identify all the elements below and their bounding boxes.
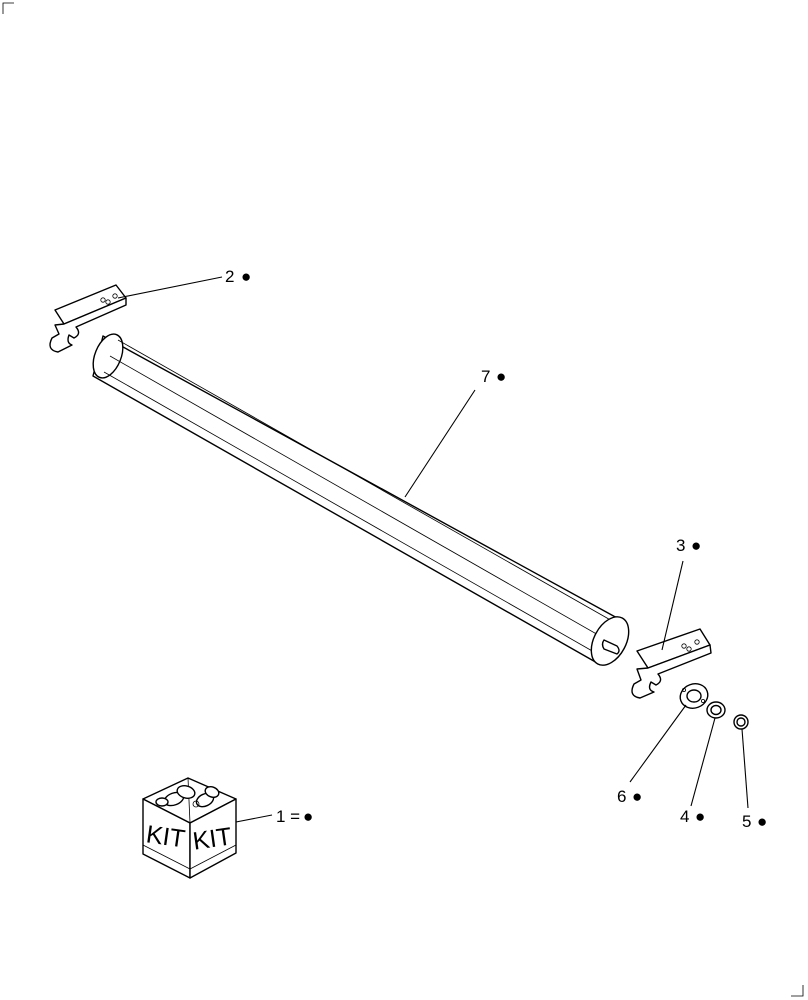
- callout-label-4: 4: [680, 807, 689, 826]
- crop-mark-bottom-right: [791, 985, 804, 997]
- callout-label-1: 1 =: [276, 807, 300, 826]
- callout-marker-7: ●: [496, 367, 506, 386]
- part-6-flange-bearing[interactable]: [677, 680, 712, 712]
- part-7-tube[interactable]: [87, 330, 636, 672]
- leader-line-3: [661, 560, 684, 651]
- crop-mark-top-left: [2, 2, 14, 14]
- callout-label-7: 7: [481, 367, 490, 386]
- part-4-bushing[interactable]: [706, 701, 726, 719]
- callout-label-5: 5: [742, 812, 751, 831]
- leader-line-6: [629, 704, 687, 783]
- part-5-ring[interactable]: [733, 714, 749, 730]
- leader-line-1: [235, 814, 273, 823]
- callout-marker-6: ●: [632, 787, 642, 806]
- callout-marker-1: ●: [303, 807, 313, 826]
- leader-line-4: [690, 717, 716, 807]
- leader-line-7: [404, 389, 476, 498]
- kit-box-right-label: KIT: [191, 823, 233, 856]
- part-3-right-bracket[interactable]: [631, 628, 712, 699]
- callout-marker-3: ●: [691, 536, 701, 555]
- leader-line-5: [741, 728, 749, 809]
- part-2-left-bracket[interactable]: [49, 284, 127, 353]
- part-1-kit-box[interactable]: [142, 777, 237, 879]
- callout-label-2: 2: [225, 267, 234, 286]
- callout-marker-2: ●: [241, 267, 251, 286]
- kit-box-left-label: KIT: [144, 820, 186, 853]
- callout-marker-4: ●: [695, 807, 705, 826]
- callout-label-6: 6: [617, 787, 626, 806]
- callout-marker-5: ●: [757, 812, 767, 831]
- callout-label-3: 3: [676, 536, 685, 555]
- leader-line-2: [117, 276, 223, 299]
